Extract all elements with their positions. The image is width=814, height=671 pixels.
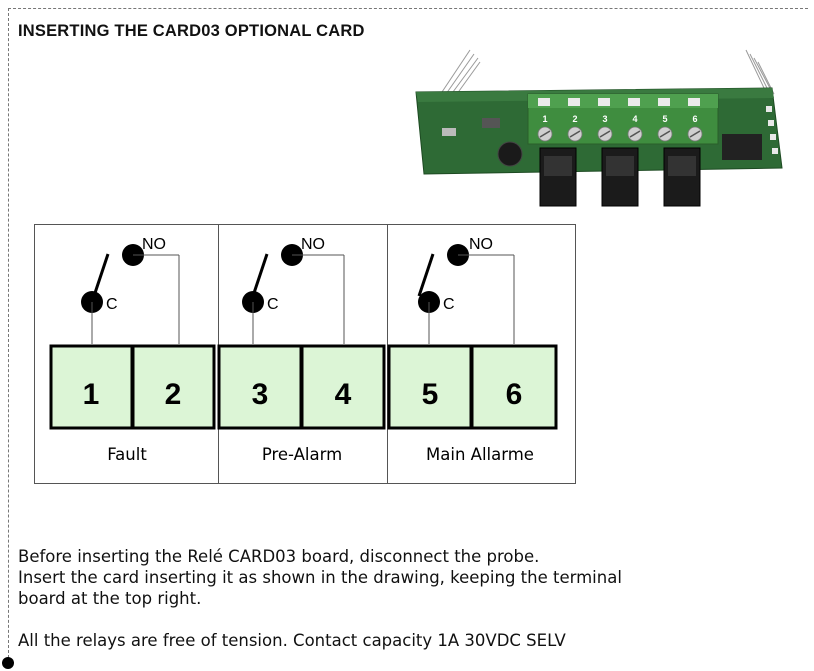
dashed-frame-top: [8, 8, 808, 9]
group-label: Main Allarme: [426, 445, 534, 464]
label-no: NO: [469, 236, 493, 253]
instruction-line-4: All the relays are free of tension. Cont…: [18, 631, 566, 650]
dashed-frame-left: [8, 8, 9, 663]
card03-board-illustration: 1 2 3 4 5 6: [415, 49, 783, 207]
terminal-box: [131, 344, 216, 430]
group-label: Pre-Alarm: [262, 445, 342, 464]
terminal-number: 4: [335, 378, 352, 411]
label-c: C: [106, 296, 118, 313]
terminal-block: 1 2 3 4 5 6: [527, 93, 719, 145]
switch-lever: [92, 253, 110, 297]
board-terminal-4: 4: [632, 114, 637, 124]
switch-lever: [417, 253, 435, 297]
label-no: NO: [301, 236, 325, 253]
terminal-box: [217, 344, 303, 430]
group-label: Fault: [107, 445, 147, 464]
board-terminal-5: 5: [662, 114, 667, 124]
terminal-number: 1: [83, 378, 100, 411]
terminal-number: 3: [252, 378, 269, 411]
pcb-chip: [722, 134, 762, 160]
label-no: NO: [142, 236, 166, 253]
terminal-number: 6: [506, 378, 523, 411]
relay-group-main-allarme: NO C 5 6 Main Allarme: [387, 236, 558, 464]
relay-group-fault: NO C 1 2 Fault: [49, 236, 216, 464]
board-terminal-2: 2: [572, 114, 577, 124]
terminal-box: [387, 344, 473, 430]
label-c: C: [267, 296, 279, 313]
board-terminal-1: 1: [542, 114, 547, 124]
terminal-number: 5: [422, 378, 439, 411]
relay-wiring-diagram: NO C 1 2 Fault NO C 3 4 Pre-Alarm NO C 5: [34, 224, 576, 484]
left-header-pins: [441, 49, 481, 99]
relay-group-pre-alarm: NO C 3 4 Pre-Alarm: [217, 236, 386, 464]
terminal-box: [470, 344, 558, 430]
terminal-box: [300, 344, 386, 430]
pcb-inductor: [497, 141, 523, 167]
board-terminal-6: 6: [692, 114, 697, 124]
switch-lever: [251, 253, 269, 297]
terminal-box: [49, 344, 134, 430]
board-terminal-3: 3: [602, 114, 607, 124]
instruction-line-3: board at the top right.: [18, 589, 202, 608]
right-header-pins: [745, 49, 775, 95]
page-title: INSERTING THE CARD03 OPTIONAL CARD: [18, 22, 365, 40]
label-c: C: [443, 296, 455, 313]
frame-corner-dot: [2, 657, 14, 669]
terminal-number: 2: [165, 378, 182, 411]
instruction-line-1: Before inserting the Relé CARD03 board, …: [18, 547, 540, 566]
instruction-line-2: Insert the card inserting it as shown in…: [18, 568, 622, 587]
